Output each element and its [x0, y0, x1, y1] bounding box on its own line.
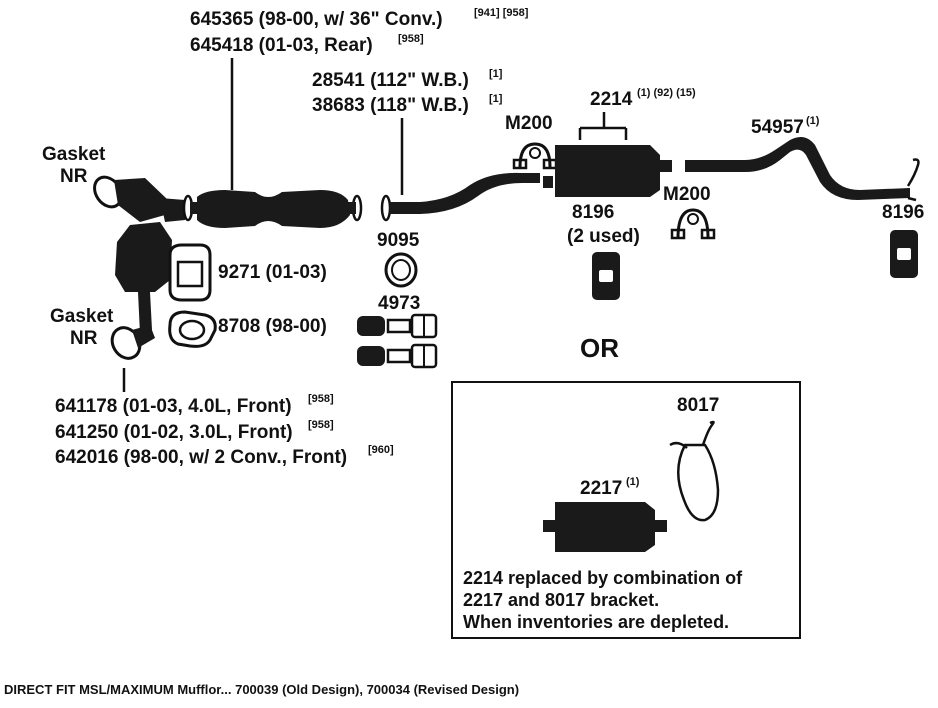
- label-641250-sup: [958]: [308, 419, 334, 431]
- label-54957-sup: (1): [806, 115, 820, 127]
- label-641178: 641178 (01-03, 4.0L, Front): [55, 396, 292, 417]
- bolt-4973-a: [357, 313, 438, 339]
- label-641250: 641250 (01-02, 3.0L, Front): [55, 422, 293, 443]
- label-28541-sup: [1]: [489, 68, 503, 80]
- label-gasket-bottom-nr: NR: [70, 328, 98, 349]
- label-38683-sup: [1]: [489, 93, 503, 105]
- label-38683: 38683 (118" W.B.): [312, 95, 469, 116]
- rear-converter-pipe: [182, 190, 363, 228]
- label-gasket-bottom: Gasket: [50, 306, 114, 327]
- label-4973: 4973: [378, 293, 420, 314]
- label-54957: 54957: [751, 117, 804, 138]
- m200-clamp-bottom: [670, 208, 716, 240]
- ring-9095: [384, 252, 418, 288]
- bracket-8017: [669, 420, 720, 522]
- m200-clamp-top: [512, 142, 558, 170]
- upper-front-converter: [93, 175, 185, 222]
- note-line-3: When inventories are depleted.: [463, 612, 729, 632]
- label-8196-right: 8196: [882, 202, 924, 223]
- label-8196-mid: 8196: [572, 202, 614, 223]
- label-2214-sup: (1) (92) (15): [637, 87, 696, 99]
- label-9271: 9271 (01-03): [218, 262, 327, 283]
- hanger-8196-right: [890, 230, 918, 278]
- label-2214: 2214: [590, 89, 633, 110]
- label-m200-top: M200: [505, 113, 553, 134]
- label-or: OR: [580, 333, 619, 363]
- label-645418-sup: [958]: [398, 33, 424, 45]
- bolt-4973-b: [357, 343, 438, 369]
- label-2217: 2217: [580, 478, 622, 499]
- label-8708: 8708 (98-00): [218, 316, 327, 337]
- muffler-2217: [543, 502, 667, 552]
- label-9095: 9095: [377, 230, 420, 251]
- label-gasket-top-nr: NR: [60, 166, 88, 187]
- label-642016: 642016 (98-00, w/ 2 Conv., Front): [55, 447, 347, 468]
- caption: DIRECT FIT MSL/MAXIMUM Mufflor... 700039…: [4, 682, 520, 697]
- note-line-2: 2217 and 8017 bracket.: [463, 590, 659, 610]
- label-642016-sup: [960]: [368, 444, 394, 456]
- note-line-1: 2214 replaced by combination of: [463, 568, 743, 588]
- intermediate-pipe: [380, 172, 540, 222]
- label-28541: 28541 (112" W.B.): [312, 70, 469, 91]
- label-645365-sup: [941] [958]: [474, 7, 529, 19]
- lower-front-converter: [110, 222, 172, 360]
- label-gasket-top: Gasket: [42, 144, 106, 165]
- label-2217-sup: (1): [626, 476, 640, 488]
- gasket-9271: [168, 243, 212, 302]
- label-645418: 645418 (01-03, Rear): [190, 35, 373, 56]
- label-8196-used: (2 used): [567, 226, 640, 247]
- label-641178-sup: [958]: [308, 393, 334, 405]
- label-645365: 645365 (98-00, w/ 36" Conv.): [190, 9, 443, 30]
- muffler-2214: [543, 145, 672, 197]
- label-8017: 8017: [677, 395, 719, 416]
- gasket-8708: [168, 310, 217, 348]
- hanger-8196-mid: [592, 252, 620, 300]
- tailpipe-54957: [685, 136, 920, 202]
- replacement-box: [451, 381, 801, 639]
- label-m200-bottom: M200: [663, 184, 711, 205]
